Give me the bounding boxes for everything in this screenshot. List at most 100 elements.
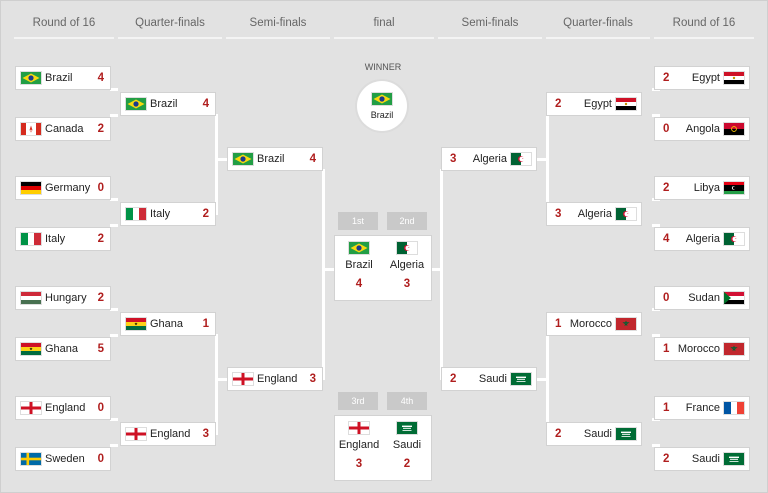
hungary-flag-icon — [21, 292, 41, 304]
team-score: 3 — [355, 458, 363, 470]
england-flag-icon — [233, 373, 253, 385]
brazil-flag-icon — [126, 98, 146, 110]
bracket-connector — [215, 114, 218, 215]
match-slot-left-qf-ghana[interactable]: Ghana 1 — [121, 313, 215, 335]
match-slot-right-qf-algeria[interactable]: Algeria 3 — [547, 203, 641, 225]
match-slot-right-r16-morocco[interactable]: Morocco 1 — [655, 338, 749, 360]
match-slot-left-r16-hungary[interactable]: Hungary 2 — [16, 287, 110, 309]
match-slot-right-qf-saudi[interactable]: Saudi 2 — [547, 423, 641, 445]
england-flag-icon — [349, 422, 369, 434]
team-name: Ghana — [150, 318, 184, 330]
header-underline — [14, 37, 114, 39]
team-name: Morocco — [677, 343, 720, 355]
team-name: Brazil — [45, 72, 73, 84]
match-slot-left-r16-brazil[interactable]: Brazil 4 — [16, 67, 110, 89]
match-slot-left-sf-brazil[interactable]: Brazil 4 — [228, 148, 322, 170]
bracket-connector — [652, 444, 660, 447]
team-name: Brazil — [257, 153, 285, 165]
match-slot-right-sf-algeria[interactable]: Algeria 3 — [442, 148, 536, 170]
match-slot-left-r16-germany[interactable]: Germany 0 — [16, 177, 110, 199]
team-name: Germany — [45, 182, 91, 194]
header-underline — [334, 37, 434, 39]
team-score: 0 — [663, 123, 670, 135]
bracket-connector — [215, 378, 228, 381]
bracket-connector — [546, 114, 549, 215]
team-name: England — [338, 439, 380, 451]
bracket-connector — [536, 378, 549, 381]
brazil-flag-icon — [349, 242, 369, 254]
match-slot-right-r16-algeria[interactable]: Algeria 4 — [655, 228, 749, 250]
team-name: Algeria — [685, 233, 720, 245]
sweden-flag-icon — [21, 453, 41, 465]
morocco-flag-icon — [616, 318, 636, 330]
algeria-flag-icon — [397, 242, 417, 254]
team-score: 2 — [663, 72, 670, 84]
england-flag-icon — [126, 428, 146, 440]
sudan-flag-icon — [724, 292, 744, 304]
angola-flag-icon — [724, 123, 744, 135]
bracket-connector — [652, 418, 660, 421]
team-score: 2 — [555, 98, 562, 110]
team-score: 4 — [355, 278, 363, 290]
match-slot-left-r16-ghana[interactable]: Ghana 5 — [16, 338, 110, 360]
match-slot-right-r16-libya[interactable]: Libya 2 — [655, 177, 749, 199]
team-name: Saudi — [392, 439, 422, 451]
team-name: Algeria — [389, 259, 425, 271]
match-slot-left-r16-canada[interactable]: Canada 2 — [16, 118, 110, 140]
tab-fourth-place: 4th — [387, 392, 427, 410]
bracket-connector — [431, 268, 443, 271]
england-flag-icon — [21, 402, 41, 414]
match-slot-left-qf-england[interactable]: England 3 — [121, 423, 215, 445]
match-slot-right-sf-saudi[interactable]: Saudi 2 — [442, 368, 536, 390]
team-name: Brazil — [150, 98, 178, 110]
team-score: 4 — [309, 153, 316, 165]
match-slot-left-qf-italy[interactable]: Italy 2 — [121, 203, 215, 225]
team-score: 2 — [403, 458, 411, 470]
bracket-connector — [652, 308, 660, 311]
bracket-connector — [110, 308, 118, 311]
team-score: 4 — [97, 72, 104, 84]
match-slot-left-r16-sweden[interactable]: Sweden 0 — [16, 448, 110, 470]
match-slot-right-qf-morocco[interactable]: Morocco 1 — [547, 313, 641, 335]
third-place-result-card[interactable]: England 3 Saudi 2 — [335, 416, 431, 480]
match-slot-left-r16-england[interactable]: England 0 — [16, 397, 110, 419]
bracket-connector — [110, 418, 118, 421]
header-final: final — [373, 17, 395, 29]
fourth-place-team: Saudi 2 — [383, 416, 431, 480]
italy-flag-icon — [21, 233, 41, 245]
team-name: Sudan — [688, 292, 720, 304]
team-score: 1 — [663, 343, 670, 355]
bracket-connector — [110, 224, 118, 227]
header-right-semi-finals: Semi-finals — [461, 17, 519, 29]
header-underline — [226, 37, 330, 39]
team-name: Algeria — [577, 208, 612, 220]
header-underline — [546, 37, 650, 39]
match-slot-right-r16-france[interactable]: France 1 — [655, 397, 749, 419]
header-right-quarter-finals: Quarter-finals — [563, 17, 633, 29]
match-slot-right-qf-egypt[interactable]: Egypt 2 — [547, 93, 641, 115]
team-score: 3 — [309, 373, 316, 385]
saudi-flag-icon — [511, 373, 531, 385]
bracket-connector — [215, 158, 228, 161]
france-flag-icon — [724, 402, 744, 414]
saudi-flag-icon — [724, 453, 744, 465]
match-slot-left-sf-england[interactable]: England 3 — [228, 368, 322, 390]
match-slot-right-r16-egypt[interactable]: Egypt 2 — [655, 67, 749, 89]
match-slot-right-r16-sudan[interactable]: Sudan 0 — [655, 287, 749, 309]
bracket-connector — [652, 114, 660, 117]
winner-badge[interactable]: Brazil — [357, 81, 407, 131]
bracket-connector — [110, 334, 118, 337]
team-name: Canada — [45, 123, 84, 135]
match-slot-right-r16-saudi[interactable]: Saudi 2 — [655, 448, 749, 470]
winner-label: WINNER — [364, 62, 402, 72]
match-slot-right-r16-angola[interactable]: Angola 0 — [655, 118, 749, 140]
bracket-connector — [110, 444, 118, 447]
header-left-round-of-16: Round of 16 — [32, 17, 96, 29]
match-slot-left-r16-italy[interactable]: Italy 2 — [16, 228, 110, 250]
team-score: 2 — [450, 373, 457, 385]
match-slot-left-qf-brazil[interactable]: Brazil 4 — [121, 93, 215, 115]
final-result-card[interactable]: Brazil 4 Algeria 3 — [335, 236, 431, 300]
team-score: 3 — [403, 278, 411, 290]
team-name: Italy — [45, 233, 66, 245]
team-name: Angola — [685, 123, 720, 135]
